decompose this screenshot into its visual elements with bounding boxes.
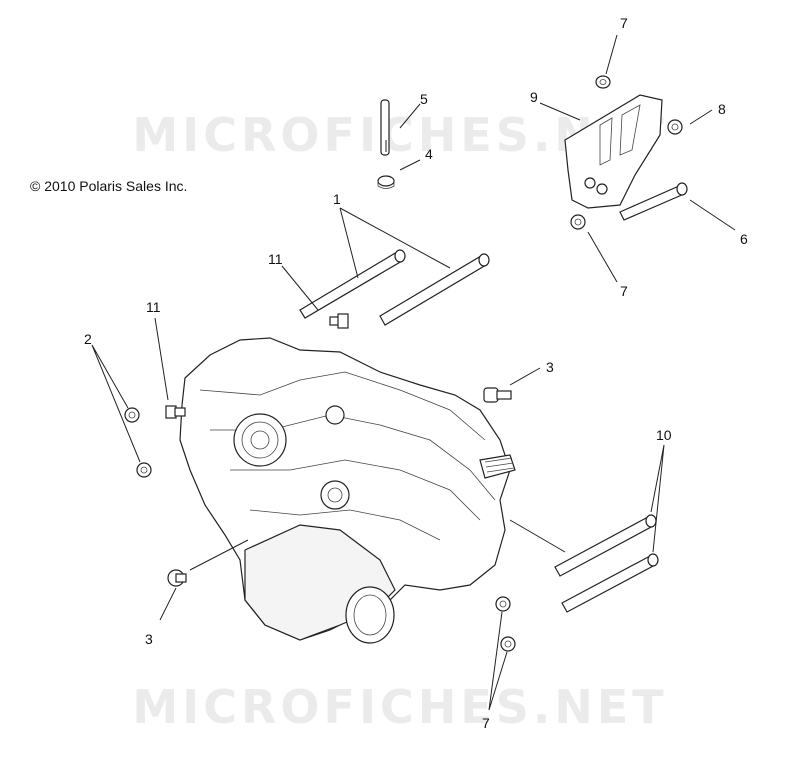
- copyright-notice: © 2010 Polaris Sales Inc.: [30, 178, 188, 194]
- dowel-4: [377, 175, 395, 189]
- callout-7-top: 7: [620, 15, 628, 31]
- callout-10: 10: [656, 427, 672, 443]
- callout-8: 8: [718, 101, 726, 117]
- callout-7-mid: 7: [620, 283, 628, 299]
- leader-lines: [91, 34, 736, 711]
- bolt-8: [667, 119, 683, 135]
- callout-3-left: 3: [145, 631, 153, 647]
- callout-11-upper: 11: [268, 251, 283, 267]
- bolt-3-right: [483, 387, 512, 403]
- nut-2a: [124, 407, 140, 423]
- nut-7-top: [595, 75, 611, 89]
- callout-3-right: 3: [546, 359, 554, 375]
- long-bolt-1b: [379, 253, 490, 326]
- nut-2b: [136, 462, 152, 478]
- nut-7-mid: [570, 214, 586, 230]
- long-bolt-6: [619, 182, 688, 221]
- long-bolt-10b: [561, 553, 659, 613]
- callout-9: 9: [530, 89, 538, 105]
- mount-bracket: [564, 94, 663, 209]
- callout-2: 2: [84, 331, 92, 347]
- watermark-bottom: MICROFICHES.NET: [132, 680, 668, 734]
- dowel-pin-5: [380, 99, 390, 156]
- bolt-11-upper: [329, 313, 349, 329]
- long-bolt-10a: [554, 514, 657, 577]
- engine-crankcase: [179, 337, 516, 644]
- long-bolt-1a: [299, 249, 406, 319]
- bolt-11-left: [165, 405, 186, 419]
- callout-4: 4: [425, 146, 433, 162]
- callout-5: 5: [420, 91, 428, 107]
- callout-7-bottom: 7: [482, 715, 490, 731]
- callout-1: 1: [333, 191, 341, 207]
- callout-11-left: 11: [146, 299, 161, 315]
- nut-7-low-b: [500, 636, 516, 652]
- callout-6: 6: [740, 231, 748, 247]
- nut-7-low-a: [495, 596, 511, 612]
- bolt-3-left: [167, 569, 187, 587]
